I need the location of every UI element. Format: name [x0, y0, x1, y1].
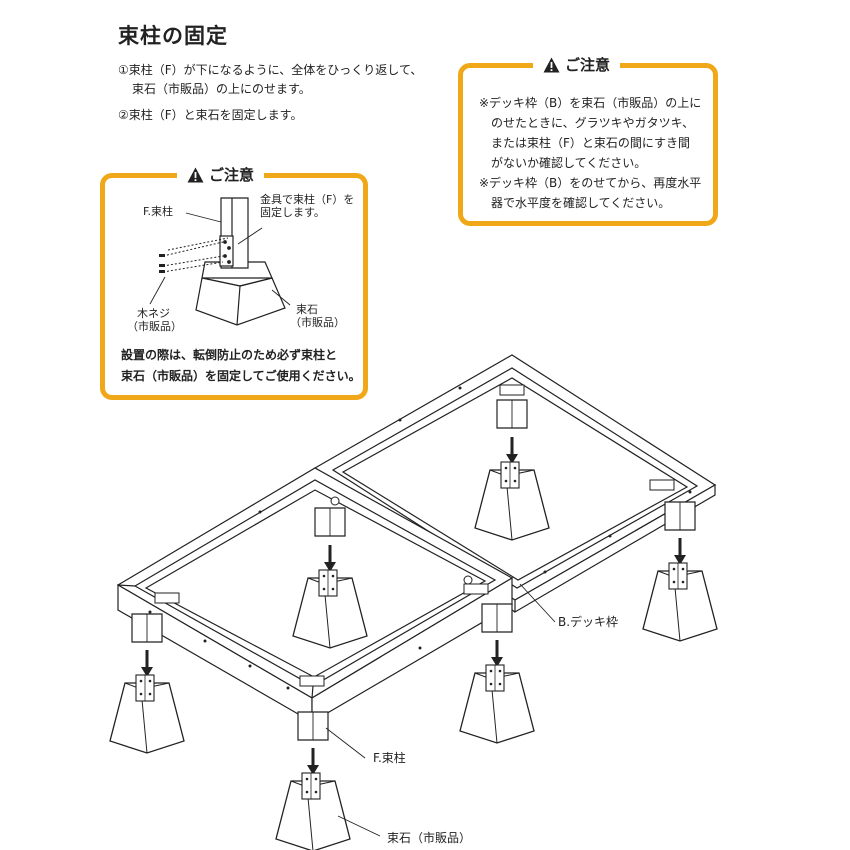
deck-frame-left — [116, 467, 514, 724]
deck-frame-right — [313, 354, 717, 614]
caution-heading-right: ご注意 — [533, 54, 621, 75]
post-set-left — [109, 613, 185, 754]
caution-text-right: ※デッキ枠（B）を束石（市販品）の上に のせたときに、グラツキやガタツキ、 また… — [479, 96, 702, 210]
warning-triangle-icon — [187, 167, 204, 182]
step-2-text: ②束柱（F）と束石を固定します。 — [118, 108, 303, 122]
detail-label-screw: 木ネジ （市販品） — [127, 307, 182, 333]
caution-text-left: 設置の際は、転倒防止のため必ず束柱と 束石（市販品）を固定してご使用ください。 — [121, 348, 361, 383]
label-deck-frame: B.デッキ枠 — [558, 615, 619, 629]
label-stone: 束石（市販品） — [387, 831, 472, 845]
label-post: F.束柱 — [373, 751, 406, 765]
page-title: 束柱の固定 — [118, 24, 228, 48]
warning-triangle-icon — [543, 57, 560, 72]
post-set-center — [292, 507, 368, 649]
leader-lines — [325, 583, 556, 837]
post-set-front — [275, 711, 351, 850]
frame-corner-blocks — [154, 384, 675, 687]
post-set-back — [474, 399, 550, 541]
frame-screw-dots — [148, 386, 692, 690]
detail-label-post: F.束柱 — [143, 205, 174, 218]
post-set-right — [642, 501, 718, 642]
caution-heading-left: ご注意 — [177, 164, 265, 185]
detail-label-bracket: 金具で束柱（F）を 固定します。 — [260, 193, 355, 219]
caution-box-right: ご注意 ※デッキ枠（B）を束石（市販品）の上に のせたときに、グラツキやガタツキ… — [458, 54, 718, 226]
post-set-mid-front — [459, 603, 535, 744]
step-1-text: ①束柱（F）が下になるように、全体をひっくり返して、 束石（市販品）の上にのせま… — [118, 63, 423, 96]
detail-label-stone: 束石 （市販品） — [290, 303, 345, 329]
